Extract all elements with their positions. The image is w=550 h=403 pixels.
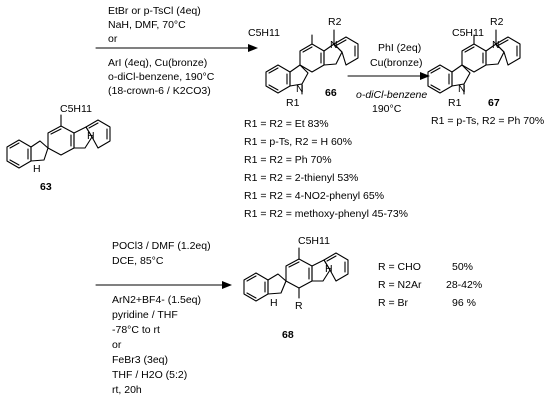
n-label-66-top: N xyxy=(330,39,338,51)
compound-68-label: 68 xyxy=(282,329,294,341)
nh-label-68-top: H xyxy=(325,263,333,275)
reaction-arrow-2 xyxy=(347,72,430,80)
arrow2-condition-4: 190°C xyxy=(372,103,402,115)
yield-66-1: R1 = R2 = Et 83% xyxy=(244,118,329,130)
arrow2-condition-1: PhI (2eq) xyxy=(378,42,421,54)
n-label-67-bottom: N xyxy=(458,83,466,95)
yield-68-3-value: 96 % xyxy=(452,297,476,309)
pentyl-label-67: C5H11 xyxy=(452,27,484,39)
pentyl-label-66: C5H11 xyxy=(248,27,280,39)
nh-label-68-bottom: H xyxy=(270,297,278,309)
yield-66-4: R1 = R2 = 2-thienyl 53% xyxy=(244,172,358,184)
arrow3-condition-2: DCE, 85°C xyxy=(112,255,164,267)
product67-note: R1 = p-Ts, R2 = Ph 70% xyxy=(431,115,544,127)
arrow1-condition-1: EtBr or p-TsCl (4eq) xyxy=(108,5,201,17)
yield-68-1-value: 50% xyxy=(452,261,473,273)
compound-66-label: 66 xyxy=(325,87,337,99)
r1-label-67: R1 xyxy=(448,97,462,109)
compound-67-structure xyxy=(427,29,521,95)
arrow1-condition-3: or xyxy=(108,33,118,45)
arrow1-condition-5: o-diCl-benzene, 190°C xyxy=(108,71,215,83)
pentyl-label-63: C5H11 xyxy=(60,103,92,115)
arrow3-condition-5: -78°C to rt xyxy=(112,324,160,336)
r2-label-66: R2 xyxy=(328,16,342,28)
arrow1-condition-4: ArI (4eq), Cu(bronze) xyxy=(108,57,207,69)
arrow3-condition-6: or xyxy=(112,339,122,351)
arrow3-condition-7: FeBr3 (3eq) xyxy=(112,354,168,366)
yield-68-3-label: R = Br xyxy=(378,297,409,309)
yield-68-2-value: 28-42% xyxy=(446,279,482,291)
compound-68-structure xyxy=(243,247,349,302)
n-label-66-bottom: N xyxy=(296,83,304,95)
r1-label-66: R1 xyxy=(286,97,300,109)
arrow1-condition-2: NaH, DMF, 70°C xyxy=(108,19,186,31)
arrow2-condition-2: Cu(bronze) xyxy=(370,57,423,69)
pentyl-label-68: C5H11 xyxy=(298,235,330,247)
reaction-arrow-1 xyxy=(95,44,258,52)
r2-label-67: R2 xyxy=(490,16,504,28)
compound-63-structure xyxy=(6,114,111,169)
arrow3-condition-9: rt, 20h xyxy=(112,384,142,396)
arrow3-condition-4: pyridine / THF xyxy=(112,309,178,321)
yield-66-5: R1 = R2 = 4-NO2-phenyl 65% xyxy=(244,190,384,202)
yield-66-6: R1 = R2 = methoxy-phenyl 45-73% xyxy=(244,208,408,220)
yield-68-1-label: R = CHO xyxy=(378,261,421,273)
arrow3-condition-1: POCl3 / DMF (1.2eq) xyxy=(112,240,211,252)
arrow1-condition-6: (18-crown-6 / K2CO3) xyxy=(108,85,211,97)
nh-label-63-top: H xyxy=(87,130,95,142)
arrow2-condition-3: o-diCl-benzene xyxy=(356,89,427,101)
compound-66-structure xyxy=(265,29,359,95)
arrow3-condition-3: ArN2+BF4- (1.5eq) xyxy=(112,294,201,306)
n-label-67-top: N xyxy=(492,39,500,51)
yield-66-3: R1 = R2 = Ph 70% xyxy=(244,154,332,166)
arrow3-condition-8: THF / H2O (5:2) xyxy=(112,369,187,381)
reaction-arrow-3 xyxy=(95,281,232,289)
compound-63-label: 63 xyxy=(40,181,52,193)
nh-label-63-bottom: H xyxy=(33,163,41,175)
yield-66-2: R1 = p-Ts, R2 = H 60% xyxy=(244,136,352,148)
r-label-68: R xyxy=(295,300,303,312)
compound-67-label: 67 xyxy=(488,97,500,109)
yield-68-2-label: R = N2Ar xyxy=(378,279,422,291)
